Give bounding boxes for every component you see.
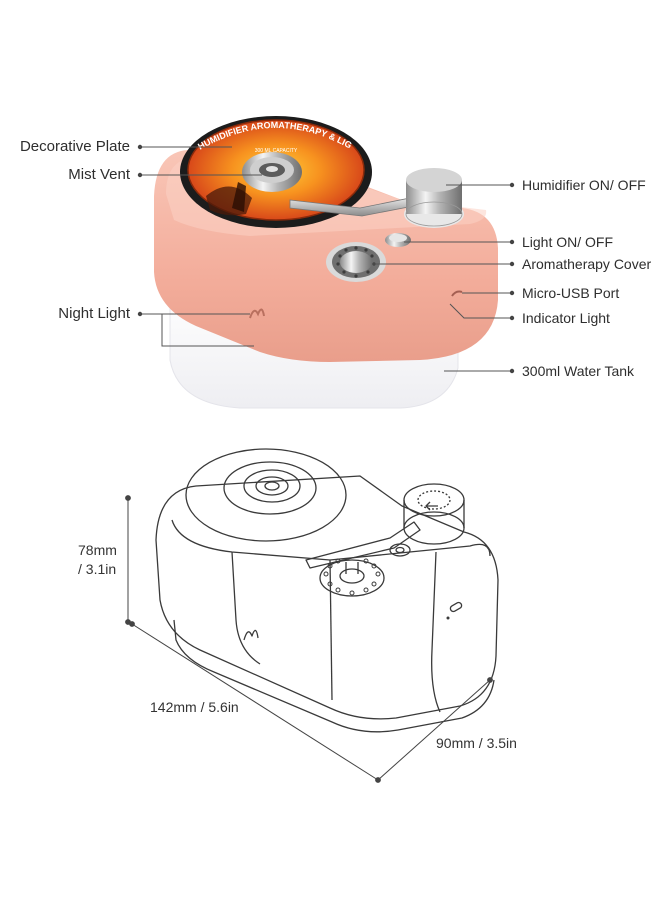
outline-record-outer	[185, 448, 347, 542]
outline-aroma-holes	[323, 558, 381, 596]
dimension-lines	[125, 495, 493, 783]
record-title: HUMIDIFIER AROMATHERAPY & LIGHT	[0, 0, 354, 152]
outline-knob-side	[403, 500, 465, 528]
record-subtitle: 300 ML CAPACITY	[255, 148, 298, 154]
label-water-tank: 300ml Water Tank	[522, 363, 635, 379]
label-micro-usb-port: Micro-USB Port	[522, 285, 620, 301]
dimension-height-mm: 78mm	[78, 542, 117, 558]
outline-aroma-core	[339, 568, 365, 584]
label-decorative-plate: Decorative Plate	[19, 138, 130, 155]
outline-indicator-dot	[446, 616, 450, 620]
outline-panel-mid	[329, 559, 333, 701]
dimension-length: 142mm / 5.6in	[150, 699, 239, 715]
leader-lines	[140, 146, 512, 372]
outline-record-label	[223, 461, 317, 515]
outline-aroma-ring	[319, 559, 385, 597]
outline-base	[173, 619, 495, 733]
label-humidifier-switch: Humidifier ON/ OFF	[522, 177, 646, 193]
dimension-depth: 90mm / 3.5in	[436, 735, 517, 751]
mist-vent	[242, 152, 302, 192]
light-button	[385, 233, 411, 247]
leader-dots	[137, 144, 515, 374]
label-indicator-light: Indicator Light	[522, 310, 610, 326]
outline-knob-arrow	[425, 501, 438, 511]
outline-knob-top	[403, 483, 465, 517]
outline-vent-inner	[255, 476, 289, 496]
dimension-height-in: / 3.1in	[78, 561, 117, 577]
label-night-light: Night Light	[58, 305, 130, 322]
line-drawing	[155, 448, 499, 733]
usb-port-icon	[451, 290, 463, 297]
outline-panel-front	[231, 551, 261, 665]
humidifier-knob	[404, 168, 464, 228]
outline-top-rim	[171, 519, 491, 561]
aromatherapy-cover	[326, 242, 386, 282]
outline-body	[155, 475, 499, 720]
outline-tone-arm	[305, 521, 421, 569]
outline-knob-face	[417, 490, 451, 510]
label-aromatherapy-cover: Aromatherapy Cover	[522, 256, 652, 272]
outline-light-button-inner	[395, 546, 405, 554]
label-light-switch: Light ON/ OFF	[522, 234, 614, 250]
label-mist-vent: Mist Vent	[68, 166, 130, 183]
outline-vent-core	[264, 481, 280, 491]
product-photo: HUMIDIFIER AROMATHERAPY & LIGHT 300 ML C…	[0, 0, 498, 409]
outline-note-icon	[243, 629, 259, 641]
outline-light-button	[389, 543, 411, 557]
outline-panel-right	[431, 551, 441, 713]
outline-aroma-stem	[345, 562, 359, 574]
outline-vent-outer	[243, 469, 301, 503]
night-light-note-icon	[249, 308, 265, 319]
outline-usb-port	[449, 601, 463, 613]
